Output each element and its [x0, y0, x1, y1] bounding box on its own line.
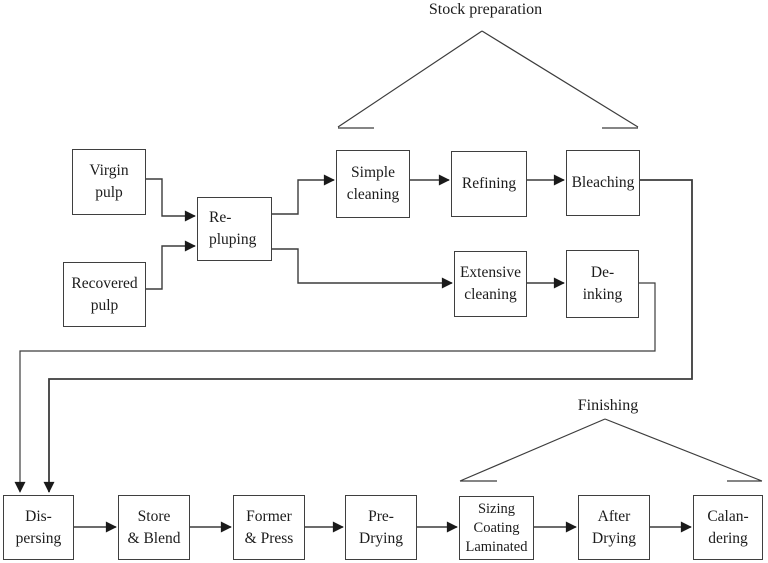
node-label-line: De- [590, 264, 615, 281]
node-extensive-cleaning: Extensive cleaning [454, 251, 527, 317]
node-refining: Refining [451, 151, 527, 217]
node-label-line: pulp [95, 184, 123, 201]
node-label-line: Extensive [459, 264, 522, 281]
node-de-inking: De- inking [566, 250, 639, 318]
connector-bleaching-to-dispersing [43, 179, 693, 493]
node-label-line: Virgin [89, 162, 129, 179]
node-sizing-coating-laminated: Sizing Coating Laminated [459, 496, 534, 560]
node-bleaching: Bleaching [566, 150, 640, 216]
node-label-line: cleaning [346, 186, 400, 203]
node-after-drying: After Drying [578, 495, 650, 560]
node-label-line: Refining [461, 175, 517, 192]
node-label-line: cleaning [464, 286, 517, 303]
node-re-pluping: Re- pluping [197, 197, 272, 261]
node-label-line: Calan- [707, 507, 749, 525]
node-label-line: pluping [209, 231, 257, 248]
node-label-line: Store [137, 507, 171, 525]
node-label-line: & Press [244, 529, 294, 547]
node-pre-drying: Pre- Drying [345, 495, 417, 560]
node-label-line: Laminated [465, 538, 528, 555]
stock-preparation-label: Stock preparation [428, 1, 543, 18]
finishing-brace [459, 418, 763, 482]
node-label-line: Re- [209, 209, 232, 226]
node-virgin-pulp: Virgin pulp [72, 149, 146, 215]
node-label-line: & Blend [127, 529, 181, 547]
connector-recovered-pulp-to-re-pluping [146, 240, 196, 290]
connector-re-pluping-to-extensive-cleaning [272, 248, 453, 289]
connector-re-pluping-to-simple-cleaning [272, 174, 335, 215]
node-label-line: inking [582, 286, 623, 303]
connector-virgin-pulp-to-re-pluping [146, 178, 196, 222]
node-label-line: pulp [90, 296, 119, 314]
node-label-line: Coating [473, 519, 520, 536]
node-label-line: Dis- [25, 507, 52, 525]
node-label-line: Bleaching [571, 174, 635, 191]
node-label-line: dering [708, 529, 748, 547]
node-label-line: After [597, 507, 631, 525]
node-recovered-pulp: Recovered pulp [63, 262, 146, 327]
node-label-line: Pre- [368, 507, 394, 525]
connector-de-inking-to-dispersing [14, 282, 656, 493]
stock-preparation-brace [337, 30, 639, 129]
node-dispersing: Dis- persing [3, 495, 74, 560]
node-label-line: Recovered [71, 274, 138, 292]
node-store-blend: Store & Blend [118, 495, 190, 560]
node-label-line: persing [15, 529, 62, 547]
finishing-label: Finishing [577, 397, 639, 414]
node-label-line: Sizing [477, 500, 516, 517]
node-label-line: Former [246, 507, 292, 525]
node-label-line: Simple [351, 164, 395, 181]
node-former-press: Former & Press [233, 495, 305, 560]
node-simple-cleaning: Simple cleaning [336, 150, 410, 218]
node-calandering: Calan- dering [693, 495, 763, 560]
node-label-line: Drying [359, 529, 403, 547]
node-label-line: Drying [592, 529, 636, 547]
